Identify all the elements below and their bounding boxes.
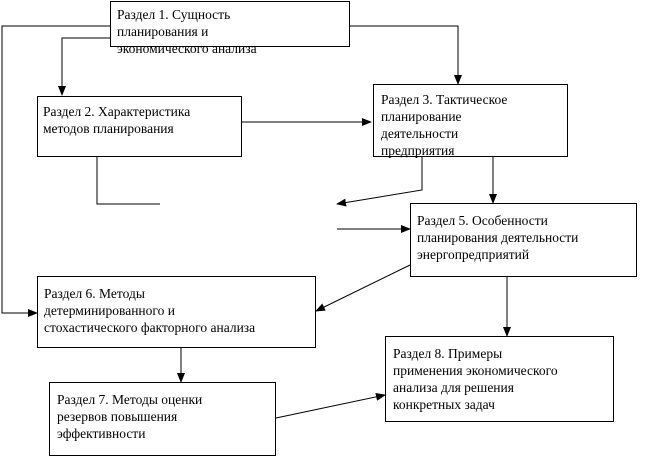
- connector-s5-s6: [315, 264, 411, 312]
- connector-s3-stub: [336, 157, 423, 207]
- connector-s1-s2: [58, 37, 110, 96]
- connector-s7-s8: [275, 392, 386, 419]
- section-3-box: [373, 84, 568, 157]
- section-5-box: [410, 203, 637, 277]
- section-1-label: Раздел 1. Сущность планирования и эконом…: [117, 7, 257, 56]
- section-2-label: Раздел 2. Характеристика методов планиро…: [43, 104, 191, 136]
- section-2-box: [37, 96, 242, 157]
- section-8-box: [385, 336, 614, 422]
- section-1-box: [110, 1, 350, 47]
- section-7-label: Раздел 7. Методы оценки резервов повышен…: [57, 392, 203, 441]
- section-7-box: [49, 382, 276, 456]
- section-6-label: Раздел 6. Методы детерминированного и ст…: [44, 286, 256, 335]
- connector-s1-s6: [1, 25, 110, 317]
- connector-s2-stub: [96, 157, 160, 205]
- section-5-label: Раздел 5. Особенности планирования деяте…: [417, 213, 579, 262]
- section-6-box: [37, 276, 316, 348]
- connector-s1-s3: [350, 25, 462, 85]
- section-3-label: Раздел 3. Тактическое планирование деяте…: [381, 92, 508, 158]
- section-8-label: Раздел 8. Примеры применения экономическ…: [393, 346, 558, 412]
